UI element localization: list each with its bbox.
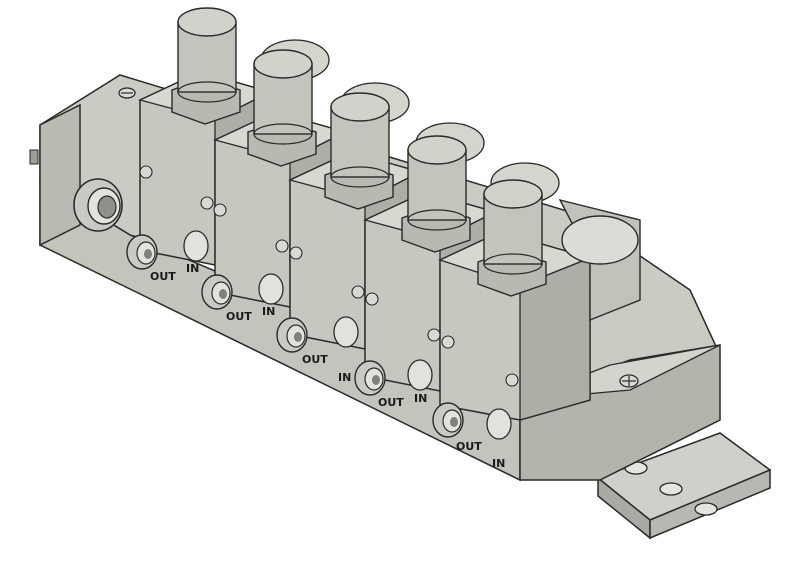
- blank-cover-disc: [558, 198, 641, 322]
- out-fitting-3: [276, 317, 308, 353]
- in-label-2: IN: [262, 305, 275, 318]
- out-label-1: OUT: [150, 270, 176, 283]
- din-rail: [596, 432, 772, 540]
- in-label-4: IN: [414, 392, 427, 405]
- port-fittings: [126, 230, 512, 440]
- in-port-hole-5: [486, 408, 512, 440]
- in-label-5: IN: [492, 457, 505, 470]
- out-label-3: OUT: [302, 353, 328, 366]
- in-label-1: IN: [186, 262, 199, 275]
- out-fitting-4: [354, 360, 386, 396]
- adjustment-knob-4: [401, 135, 471, 253]
- out-label-2: OUT: [226, 310, 252, 323]
- end-screw-left: [118, 87, 136, 99]
- port-labels: OUT IN OUT IN OUT IN OUT IN OUT IN: [150, 262, 505, 470]
- adjustment-knob-3: [324, 92, 394, 210]
- in-port-hole-1: [183, 230, 209, 262]
- in-label-3: IN: [338, 371, 351, 384]
- out-label-5: OUT: [456, 440, 482, 453]
- adjustment-knob-2: [247, 49, 317, 167]
- supply-port-fitting: [73, 178, 123, 232]
- adjustment-knob-1: [171, 7, 241, 125]
- out-fitting-5: [432, 402, 464, 438]
- in-port-hole-3: [333, 316, 359, 348]
- in-port-hole-2: [258, 273, 284, 305]
- in-port-hole-4: [407, 359, 433, 391]
- body-screws: [139, 165, 519, 387]
- out-label-4: OUT: [378, 396, 404, 409]
- out-fitting-1: [126, 234, 158, 270]
- adjustment-knob-5: [477, 179, 547, 297]
- end-screw-right: [619, 374, 639, 388]
- out-fitting-2: [201, 274, 233, 310]
